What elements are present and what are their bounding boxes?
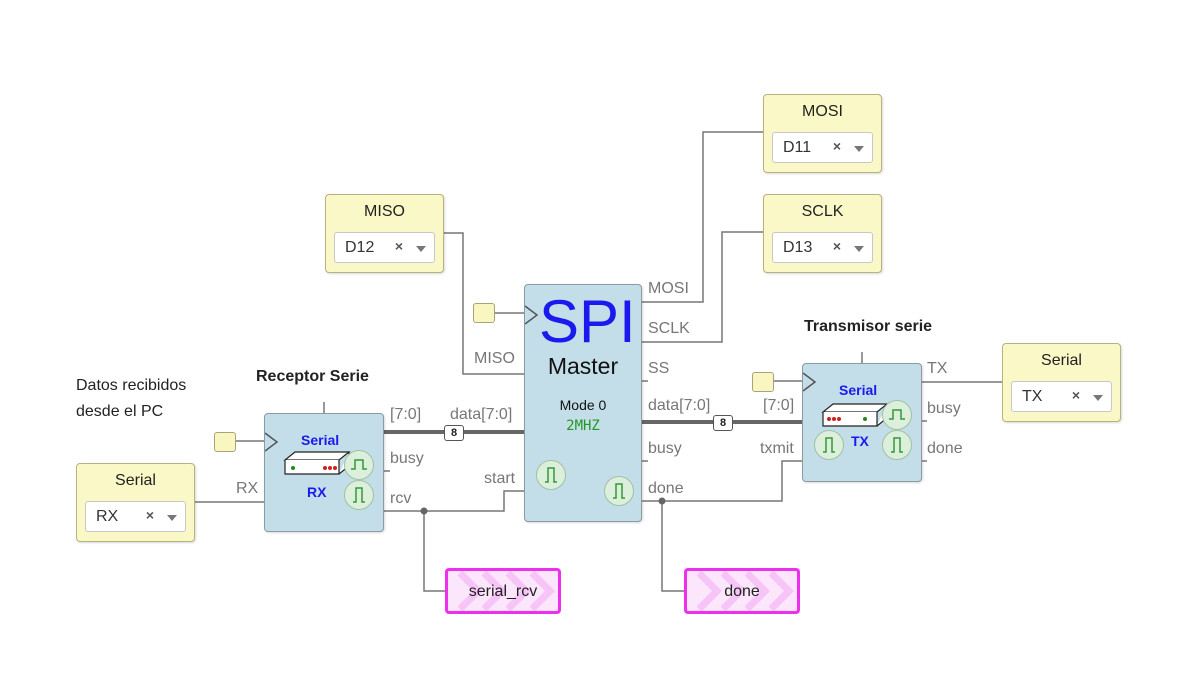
rx-clock-input[interactable] — [214, 432, 236, 452]
clock-triangle-icon — [525, 305, 539, 325]
miso-pin-value: D12 — [345, 239, 375, 256]
spi-title: SPI — [539, 288, 636, 355]
pulse-icon — [536, 460, 566, 490]
mosi-title: MOSI — [802, 103, 843, 120]
tx-port-done: done — [927, 440, 963, 457]
spi-master-module[interactable]: SPI Master Mode 0 2MHZ — [524, 284, 642, 522]
pulse-icon — [882, 430, 912, 460]
sclk-title: SCLK — [801, 203, 844, 220]
mosi-pin-value: D11 — [783, 139, 812, 156]
tx-port-txmit: txmit — [760, 440, 794, 457]
chevron-down-icon[interactable] — [416, 246, 426, 252]
serial-device-icon — [821, 403, 889, 427]
note-line-1: Datos recibidos — [76, 377, 187, 394]
serial-rcv-output-label[interactable]: serial_rcv — [445, 568, 561, 614]
rx-port-rcv: rcv — [390, 490, 412, 507]
wire-sclk[interactable] — [641, 231, 763, 343]
clear-icon[interactable]: × — [394, 238, 403, 254]
tx-port-busy: busy — [927, 400, 961, 417]
spi-port-miso: MISO — [474, 350, 515, 367]
serial-tx-pin-value: TX — [1022, 388, 1043, 405]
spi-port-sclk: SCLK — [648, 320, 690, 337]
serial-rx-input-block[interactable]: Serial RX × — [76, 463, 195, 542]
serial-rx-pin-value: RX — [96, 508, 119, 525]
spi-port-ss: SS — [648, 360, 670, 377]
spi-port-mosi: MOSI — [648, 280, 689, 297]
pulse-icon — [882, 400, 912, 430]
clock-triangle-icon — [265, 432, 279, 452]
serial-device-icon — [283, 451, 351, 475]
bus-width-badge: 8 — [713, 415, 733, 431]
mosi-pin-select[interactable]: D11 × — [772, 132, 873, 163]
tx-sublabel: TX — [851, 433, 869, 449]
note-text: Datos recibidos desde el PC — [76, 373, 186, 425]
clear-icon[interactable]: × — [145, 507, 154, 523]
wire-rcv-label[interactable] — [423, 511, 446, 592]
pulse-icon — [814, 430, 844, 460]
wire-done-label[interactable] — [661, 501, 685, 592]
clear-icon[interactable]: × — [832, 138, 841, 154]
serial-rx-pin-select[interactable]: RX × — [85, 501, 186, 532]
serial-tx-output-block[interactable]: Serial TX × — [1002, 343, 1121, 422]
rx-port-rx: RX — [236, 480, 259, 497]
serial-rcv-output-text: serial_rcv — [468, 583, 538, 600]
rx-heading: Receptor Serie — [256, 368, 369, 385]
chevron-pattern-icon — [696, 571, 794, 611]
spi-port-start: start — [484, 470, 516, 487]
serial-tx-module[interactable]: Serial TX — [802, 363, 922, 482]
pulse-icon — [344, 450, 374, 480]
rx-sublabel: RX — [307, 484, 327, 500]
tx-port-tx: TX — [927, 360, 948, 377]
tx-port-data: [7:0] — [763, 397, 795, 414]
wire-miso[interactable] — [442, 232, 525, 375]
pulse-icon — [604, 476, 634, 506]
tx-clock-input[interactable] — [752, 372, 774, 392]
pulse-icon — [344, 480, 374, 510]
miso-pin-select[interactable]: D12 × — [334, 232, 435, 263]
chevron-down-icon[interactable] — [854, 246, 864, 252]
chevron-down-icon[interactable] — [1093, 395, 1103, 401]
wire-rcv-start[interactable] — [383, 490, 525, 512]
mosi-output-block[interactable]: MOSI D11 × — [763, 94, 882, 173]
clear-icon[interactable]: × — [832, 238, 841, 254]
serial-tx-pin-select[interactable]: TX × — [1011, 381, 1112, 412]
spi-mode: Mode 0 — [559, 397, 607, 413]
miso-title: MISO — [364, 203, 405, 220]
bus-width-badge: 8 — [444, 425, 464, 441]
done-output-label[interactable]: done — [684, 568, 800, 614]
tx-heading: Transmisor serie — [804, 318, 933, 335]
done-output-text: done — [724, 583, 760, 600]
rx-port-data: [7:0] — [390, 406, 422, 423]
clear-icon[interactable]: × — [1071, 387, 1080, 403]
chevron-down-icon[interactable] — [854, 146, 864, 152]
sclk-pin-select[interactable]: D13 × — [772, 232, 873, 263]
spi-port-data-out: data[7:0] — [648, 397, 711, 414]
wire-mosi[interactable] — [641, 131, 763, 303]
tx-label: Serial — [839, 382, 878, 398]
rx-label: Serial — [301, 432, 340, 448]
junction-rcv — [420, 507, 428, 515]
spi-port-done: done — [648, 480, 684, 497]
serial-rx-module[interactable]: Serial RX — [264, 413, 384, 532]
spi-clock-input[interactable] — [473, 303, 495, 323]
chevron-pattern-icon — [457, 571, 555, 611]
wire-done-txmit[interactable] — [641, 460, 803, 502]
spi-frequency: 2MHZ — [566, 418, 600, 434]
spi-port-busy: busy — [648, 440, 682, 457]
rx-port-busy: busy — [390, 450, 424, 467]
serial-tx-title: Serial — [1041, 352, 1082, 369]
junction-done — [658, 497, 666, 505]
clock-triangle-icon — [803, 372, 817, 392]
sclk-output-block[interactable]: SCLK D13 × — [763, 194, 882, 273]
miso-input-block[interactable]: MISO D12 × — [325, 194, 444, 273]
note-line-2: desde el PC — [76, 403, 164, 420]
serial-rx-title: Serial — [115, 472, 156, 489]
chevron-down-icon[interactable] — [167, 515, 177, 521]
spi-subtitle: Master — [547, 353, 619, 379]
spi-port-data-in: data[7:0] — [450, 406, 513, 423]
sclk-pin-value: D13 — [783, 239, 813, 256]
